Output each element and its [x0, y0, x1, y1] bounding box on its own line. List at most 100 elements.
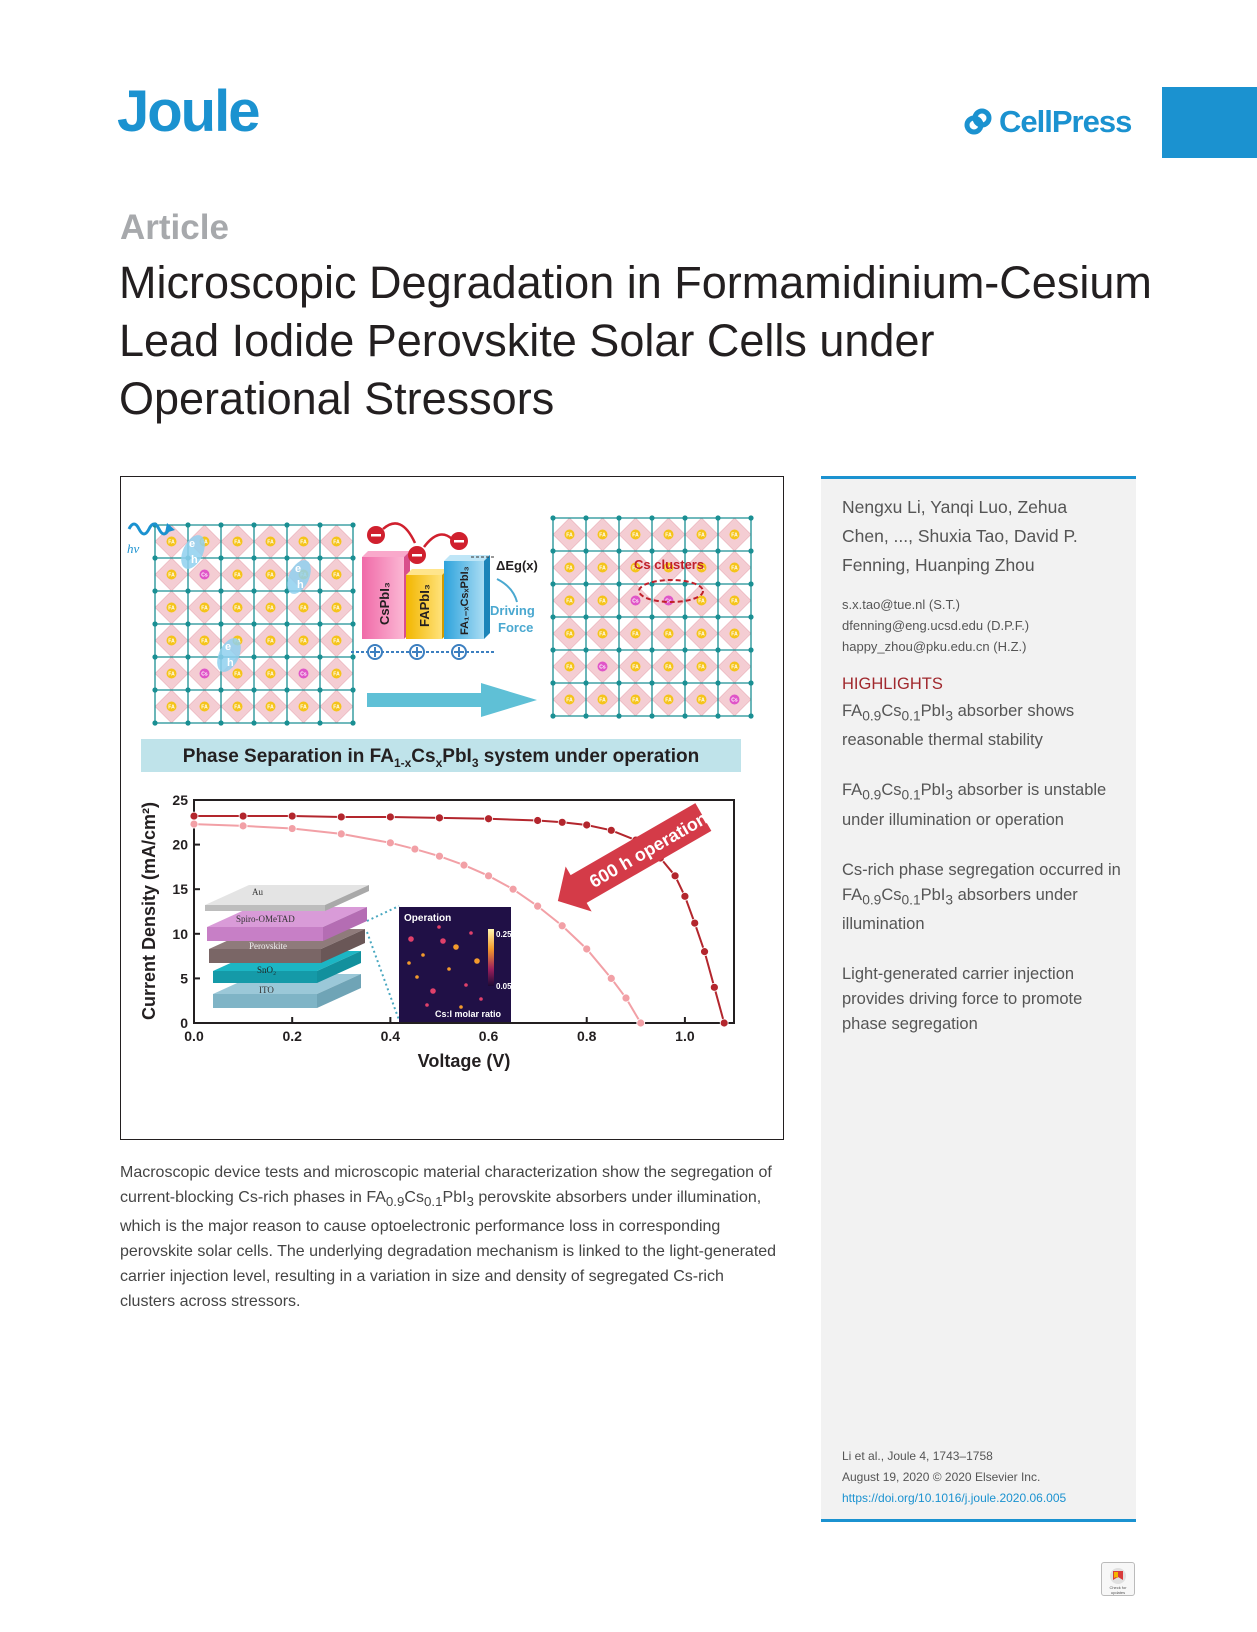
email-zhou[interactable]: happy_zhou@pku.edu.cn (H.Z.)	[842, 639, 1027, 654]
doi-link[interactable]: https://doi.org/10.1016/j.joule.2020.06.…	[842, 1491, 1067, 1505]
y-axis-label: Current Density (mA/cm²)	[139, 802, 159, 1020]
data-point	[621, 993, 631, 1003]
layer-sno2-label: SnO₂	[257, 965, 276, 975]
fa-ion-label: FA	[267, 639, 274, 645]
fa-ion-label: FA	[698, 665, 705, 671]
fa-ion-label: FA	[731, 599, 738, 605]
fa-ion-label: FA	[234, 540, 241, 546]
x-tick-label: 1.0	[675, 1028, 695, 1044]
fa-ion	[663, 694, 674, 705]
fa-ion-label: FA	[599, 698, 606, 704]
phase-separation-banner	[141, 739, 741, 772]
fa-ion	[232, 602, 243, 613]
data-point	[606, 825, 616, 835]
cluster-spot	[437, 925, 441, 929]
fa-ion-label: FA	[234, 672, 241, 678]
cs-ion-label: Cs	[201, 573, 208, 579]
lattice-atom	[218, 588, 224, 594]
layer-ito-label: ITO	[259, 985, 274, 995]
lattice-atom	[185, 687, 191, 693]
lattice-atom	[715, 680, 721, 686]
data-point	[508, 884, 518, 894]
fa-ion-label: FA	[566, 566, 573, 572]
citation: Li et al., Joule 4, 1743–1758 August 19,…	[842, 1446, 1066, 1509]
author-emails: s.x.tao@tue.nl (S.T.) dfenning@eng.ucsd.…	[842, 594, 1029, 657]
cellpress-wordmark: CellPress	[999, 104, 1132, 139]
fa-ion-label: FA	[267, 606, 274, 612]
data-point	[385, 812, 395, 822]
fa-ion	[265, 602, 276, 613]
fa-ion-label: FA	[201, 705, 208, 711]
crossmark-badge[interactable]: Check for updates	[1101, 1562, 1135, 1596]
lattice-atom	[317, 555, 323, 561]
fa-ion-label: FA	[599, 533, 606, 539]
data-point	[435, 851, 444, 861]
fa-ion	[696, 694, 707, 705]
fa-ion	[298, 536, 309, 547]
map-colorbar	[488, 929, 494, 986]
lattice-atom	[251, 720, 257, 726]
lattice-atom	[350, 621, 356, 627]
fa-ion	[331, 668, 342, 679]
lattice-atom	[682, 647, 688, 653]
fa-ion	[630, 529, 641, 540]
fa-ion	[199, 635, 210, 646]
data-point	[557, 921, 567, 931]
lattice-atom	[251, 588, 257, 594]
lattice-atom	[550, 614, 556, 620]
lattice-atom	[284, 522, 290, 528]
lattice-atom	[550, 515, 556, 521]
email-tao[interactable]: s.x.tao@tue.nl (S.T.)	[842, 597, 960, 612]
data-point	[680, 891, 690, 901]
fapbi3-label: FAPbI₃	[417, 584, 432, 627]
fa-ion-label: FA	[698, 698, 705, 704]
data-point	[709, 982, 719, 992]
transition-arrow	[367, 683, 537, 717]
map-title: Operation	[404, 913, 451, 924]
cluster-spot	[407, 961, 411, 965]
email-fenning[interactable]: dfenning@eng.ucsd.edu (D.P.F.)	[842, 618, 1030, 633]
degradation-arrow: 600 h operation	[557, 803, 712, 912]
lattice-atom	[284, 720, 290, 726]
x-axis-label: Voltage (V)	[418, 1051, 511, 1071]
fa-ion-label: FA	[632, 698, 639, 704]
lattice-atom	[152, 654, 158, 660]
fa-ion	[597, 628, 608, 639]
cs-ion	[597, 661, 608, 672]
electron-label: e	[225, 641, 231, 653]
fa-ion-label: FA	[665, 533, 672, 539]
fa-ion	[663, 661, 674, 672]
mixed-phase-label: FA₁₋ₓCsₓPbI₃	[459, 566, 471, 635]
fa-ion-label: FA	[566, 599, 573, 605]
fa-ion-label: FA	[267, 540, 274, 546]
carrier-pair-3: e h	[217, 638, 241, 672]
data-point	[459, 860, 469, 870]
lattice-atom	[583, 647, 589, 653]
fa-ion-label: FA	[168, 705, 175, 711]
map-label: Cs:I molar ratio	[435, 1009, 502, 1019]
data-point	[582, 944, 592, 954]
cs-ion	[199, 569, 210, 580]
lattice-atom	[616, 647, 622, 653]
fa-ion-label: FA	[665, 665, 672, 671]
fa-ion	[729, 628, 740, 639]
fa-ion	[166, 569, 177, 580]
fa-ion-label: FA	[201, 606, 208, 612]
fa-ion	[265, 635, 276, 646]
article-type: Article	[120, 208, 229, 247]
fa-ion	[597, 595, 608, 606]
x-tick-label: 0.8	[577, 1028, 597, 1044]
fa-ion-label: FA	[168, 540, 175, 546]
data-point	[385, 838, 395, 848]
lattice-atom	[682, 680, 688, 686]
lattice-atom	[649, 647, 655, 653]
fa-ion	[663, 628, 674, 639]
cluster-spot	[430, 988, 436, 994]
lattice-atom	[350, 720, 356, 726]
hole-label: h	[297, 579, 304, 591]
data-point	[606, 973, 616, 983]
x-tick-label: 0.6	[479, 1028, 499, 1044]
fa-ion-label: FA	[599, 566, 606, 572]
lattice-atom	[715, 614, 721, 620]
lattice-atom	[616, 713, 622, 719]
